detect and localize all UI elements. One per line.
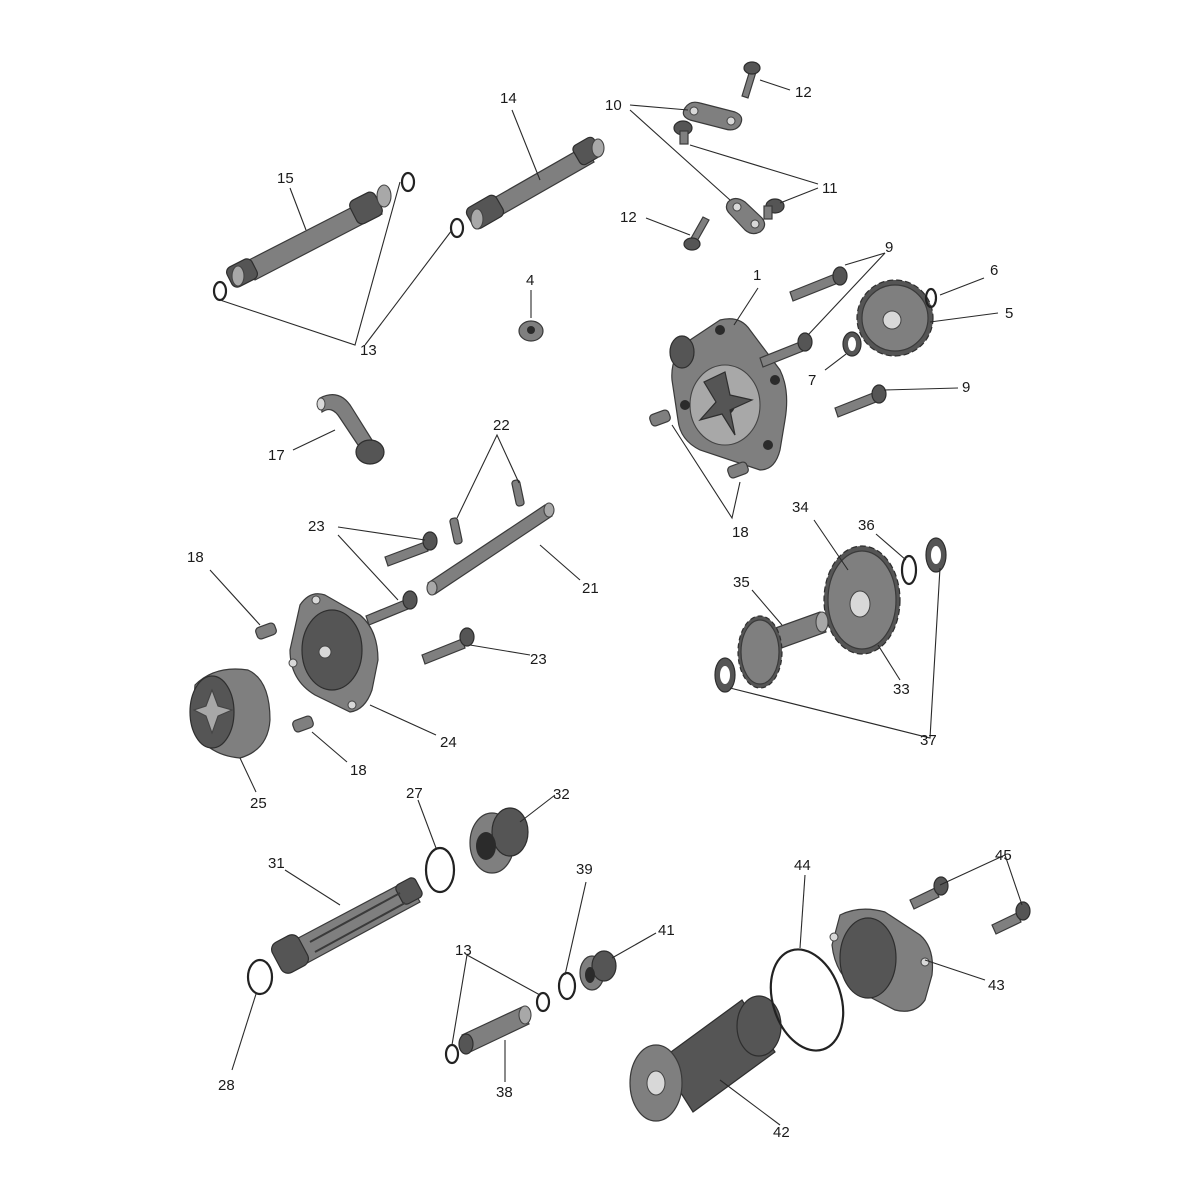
part-37-washer-a [925,537,947,573]
part-23-bolt-c [421,627,475,665]
part-9-bolt-b [759,332,813,368]
part-10-gasket-plate-upper [682,101,743,131]
part-42-oil-filter [629,995,782,1122]
part-13-oring-c [449,217,465,239]
callout-44: 44 [794,857,811,874]
callout-18-upper: 18 [732,524,749,541]
callout-21: 21 [582,580,599,597]
part-32-plug [469,807,529,874]
part-43-filter-cover [829,908,934,1012]
part-14-shaft [465,136,605,230]
callout-13-upper: 13 [360,342,377,359]
callout-7: 7 [808,372,816,389]
callout-23-upper: 23 [308,518,325,535]
part-18-dowel-a [649,409,671,427]
callout-22: 22 [493,417,510,434]
callout-35: 35 [733,574,750,591]
callout-15: 15 [277,170,294,187]
part-35-gear-shaft [737,611,829,689]
part-44-oring-large [769,948,845,1052]
part-13-oring-d [444,1043,460,1065]
callout-37: 37 [920,732,937,749]
callout-38: 38 [496,1084,513,1101]
part-34-gear [823,545,901,655]
part-13-oring-b [400,171,416,193]
callout-33: 33 [893,681,910,698]
part-6-circlip [924,287,938,309]
callout-1: 1 [753,267,761,284]
callout-4: 4 [526,272,534,289]
part-31-strainer-tube [270,877,423,974]
callout-17: 17 [268,447,285,464]
callout-18-lower: 18 [350,762,367,779]
callout-24: 24 [440,734,457,751]
callout-45: 45 [995,847,1012,864]
part-13-oring-a [212,280,228,302]
part-10-gasket-plate-lower [725,197,766,235]
part-38-pin [458,1005,532,1055]
part-18-dowel-d [292,715,314,733]
callout-11: 11 [822,180,838,197]
callout-25: 25 [250,795,267,812]
part-18-dowel-b [727,461,749,479]
part-9-bolt-a [789,266,848,302]
part-13-oring-e [535,991,551,1013]
callout-28: 28 [218,1077,235,1094]
callout-34: 34 [792,499,809,516]
part-36-circlip [900,554,918,586]
part-12-bolt-upper [741,61,761,99]
callout-14: 14 [500,90,517,107]
part-21-shaft [426,502,555,596]
part-22-pin-b [511,479,525,507]
callout-27: 27 [406,785,423,802]
leader-lines [209,79,1023,1126]
part-4-nut [518,320,544,342]
part-23-bolt-b [365,590,418,626]
callout-10: 10 [605,97,622,114]
callout-43: 43 [988,977,1005,994]
callout-5: 5 [1005,305,1013,322]
part-23-bolt-a [384,531,438,567]
part-28-oring [246,958,274,996]
part-9-bolt-c [834,384,887,418]
part-15-shaft [226,184,392,288]
part-45-bolt-a [909,876,949,910]
callout-12-lower: 12 [620,209,637,226]
callout-31: 31 [268,855,285,872]
callout-labels: 1 4 5 6 7 9 9 10 11 12 12 13 13 14 15 17… [187,84,1013,1141]
callout-9-upper: 9 [885,239,893,256]
callout-42: 42 [773,1124,790,1141]
part-27-oring [424,846,456,894]
callout-36: 36 [858,517,875,534]
callout-32: 32 [553,786,570,803]
callout-12-upper: 12 [795,84,812,101]
part-17-elbow-pipe [316,394,385,465]
part-5-gear [856,279,934,357]
part-18-dowel-c [255,622,277,640]
callout-23-lower: 23 [530,651,547,668]
part-1-pump-housing [669,318,788,471]
callout-9-lower: 9 [962,379,970,396]
part-41-fitting [579,950,617,991]
part-22-pin-a [449,517,463,545]
part-37-washer-b [714,657,736,693]
part-7-washer [842,331,862,357]
part-45-bolt-b [991,901,1031,935]
callout-6: 6 [990,262,998,279]
part-25-rotor [189,668,271,759]
part-39-oring [557,971,577,1001]
part-11-screw-upper [673,120,693,145]
callout-41: 41 [658,922,675,939]
part-24-pump-cover [288,593,379,713]
callout-13-lower: 13 [455,942,472,959]
callout-39: 39 [576,861,593,878]
part-11-screw-lower [763,198,785,220]
callout-18-left: 18 [187,549,204,566]
part-12-bolt-lower [683,216,710,251]
